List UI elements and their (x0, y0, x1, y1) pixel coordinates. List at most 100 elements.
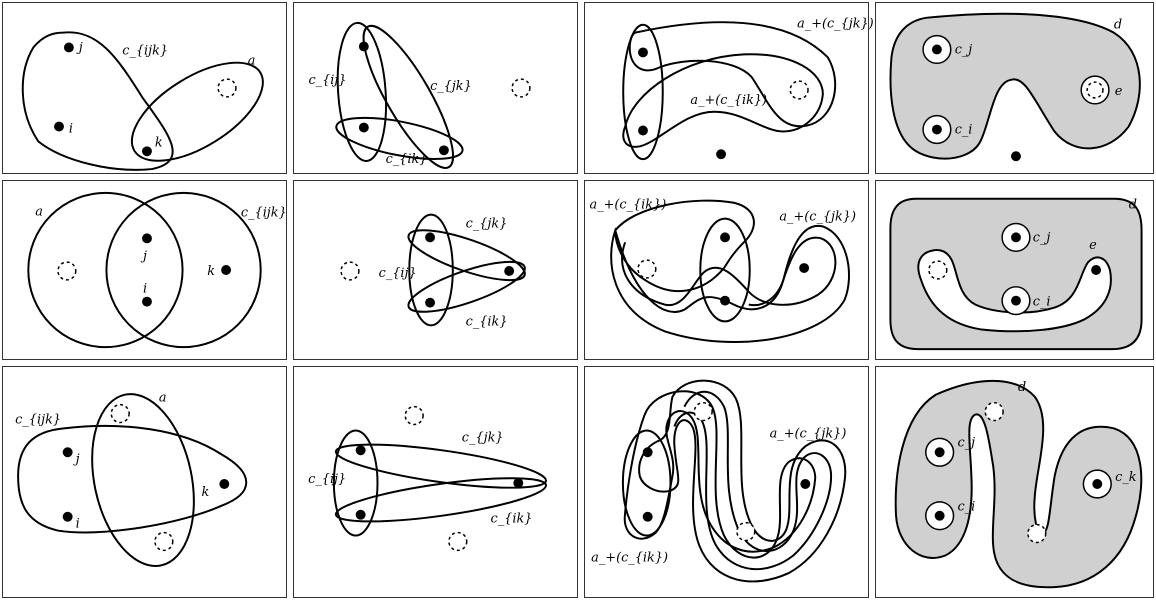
empty-point-bottom (736, 521, 756, 542)
curve-a-plus-c-ik (622, 53, 824, 148)
label-a: a (248, 53, 256, 68)
point-k (142, 146, 152, 157)
point-j (358, 41, 369, 52)
label-d: d (1114, 18, 1122, 33)
label-e: e (1089, 238, 1097, 253)
label-j: j (140, 249, 147, 264)
label-d: d (1129, 198, 1137, 213)
empty-point (217, 78, 237, 98)
point-c-j (931, 44, 942, 55)
curve-a-plus-c-jk (628, 21, 837, 128)
diagram-r3-c4: c_j c_i c_k d (894, 380, 1143, 589)
label-i: i (143, 282, 147, 297)
label-c-i: c_i (957, 500, 975, 515)
curve-c-ij (699, 217, 751, 323)
empty-point (511, 78, 531, 98)
label-a-plus-c-jk: a_+(c_{jk}) (770, 426, 847, 441)
empty-point (57, 261, 77, 281)
curve-c-ij (336, 21, 388, 162)
empty-point (789, 80, 809, 100)
curve-a (27, 191, 184, 349)
panel-r2-c4: c_j c_i d e (875, 180, 1154, 360)
point-j (642, 447, 653, 458)
curve-c-jk (334, 443, 548, 489)
label-c-j: c_j (955, 42, 973, 57)
empty-point-top (693, 401, 713, 422)
label-c-ik: c_{ik} (491, 512, 533, 527)
diagram-r3-c3: a_+(c_{jk}) a_+(c_{ik}) (591, 379, 847, 583)
empty-point-top (110, 403, 130, 424)
curve-c-ik (407, 260, 526, 313)
panel-r2-c3: a_+(c_{ik}) a_+(c_{jk}) (584, 180, 869, 360)
label-c-jk: c_{jk} (466, 216, 508, 231)
panel-r3-c3: a_+(c_{jk}) a_+(c_{ik}) (584, 366, 869, 598)
label-c-i: c_i (1033, 295, 1051, 310)
point-c-i (1011, 295, 1021, 306)
point-i (720, 295, 730, 306)
region-d (889, 197, 1143, 351)
label-c-ij: c_{ij} (308, 73, 346, 88)
label-c-k: c_k (1115, 470, 1137, 485)
point-j (355, 445, 366, 456)
label-j: j (73, 452, 80, 467)
point-i (62, 511, 73, 522)
point-k (219, 479, 230, 489)
label-c-ij: c_{ij} (379, 266, 417, 281)
label-k: k (155, 135, 163, 150)
label-a-plus-c-jk: a_+(c_{jk}) (779, 210, 856, 225)
label-a-plus-c-jk: a_+(c_{jk}) (797, 17, 874, 32)
curve-c-ijk (105, 191, 262, 349)
curve-c-ijk (17, 424, 248, 534)
empty-point-top (404, 405, 424, 426)
curve-s-inner (673, 390, 833, 571)
label-k: k (202, 485, 210, 500)
label-a-plus-c-ik: a_+(c_{ik}) (690, 93, 767, 108)
diagram-r1-c4: c_j c_i d e (889, 12, 1141, 162)
panel-r1-c2: c_{ij} c_{jk} c_{ik} (293, 2, 578, 174)
point-k (799, 263, 810, 273)
diagram-r3-c2: c_{ij} c_{jk} c_{ik} (308, 405, 548, 552)
point-i (358, 122, 369, 133)
diagram-r2-c1: j i k a c_{ijk} (27, 191, 287, 349)
label-i: i (69, 121, 73, 136)
curve-c-jk (362, 24, 454, 169)
label-c-i: c_i (955, 122, 973, 137)
label-a-plus-c-ik: a_+(c_{ik}) (590, 198, 667, 213)
empty-point (928, 260, 948, 280)
diagram-r2-c4: c_j c_i d e (889, 197, 1143, 351)
label-c-ik: c_{ik} (466, 314, 508, 329)
curve-c-ik (335, 116, 464, 160)
curve-c-ij (332, 429, 379, 537)
curve-c-ij (408, 213, 454, 327)
label-k: k (207, 264, 215, 279)
curve-a-plus-c-ik (623, 390, 817, 559)
panel-r2-c1: j i k a c_{ijk} (2, 180, 287, 360)
point-j (142, 233, 152, 244)
region-d (889, 12, 1141, 160)
point-j (720, 232, 730, 243)
panel-r1-c4: c_j c_i d e (875, 2, 1154, 174)
panel-r3-c1: j i k a c_{ijk} (2, 366, 287, 598)
empty-point-top (984, 401, 1004, 422)
point-i (642, 511, 653, 522)
label-a: a (159, 391, 167, 406)
curve-a-plus-c-ik (610, 199, 850, 343)
curve-c-jk (407, 229, 526, 282)
point-k (438, 145, 449, 156)
panel-r3-c4: c_j c_i c_k d (875, 366, 1154, 598)
label-e: e (1115, 84, 1123, 99)
point-i (425, 297, 436, 308)
diagram-r1-c1: j i k a c_{ijk} (21, 31, 264, 171)
curve-a (130, 61, 264, 162)
label-c-ik: c_{ik} (386, 152, 428, 167)
label-c-ijk: c_{ijk} (122, 43, 168, 58)
point-c-i (934, 510, 945, 521)
empty-point-bottom (448, 531, 468, 552)
diagram-r2-c2: c_{ij} c_{jk} c_{ik} (340, 213, 526, 329)
label-c-jk: c_{jk} (430, 79, 472, 94)
diagram-r2-c3: a_+(c_{ik}) a_+(c_{jk}) (590, 198, 856, 343)
label-a: a (35, 205, 43, 220)
label-c-ijk: c_{ijk} (241, 206, 287, 221)
empty-point (1086, 81, 1104, 99)
point-i (355, 509, 366, 520)
